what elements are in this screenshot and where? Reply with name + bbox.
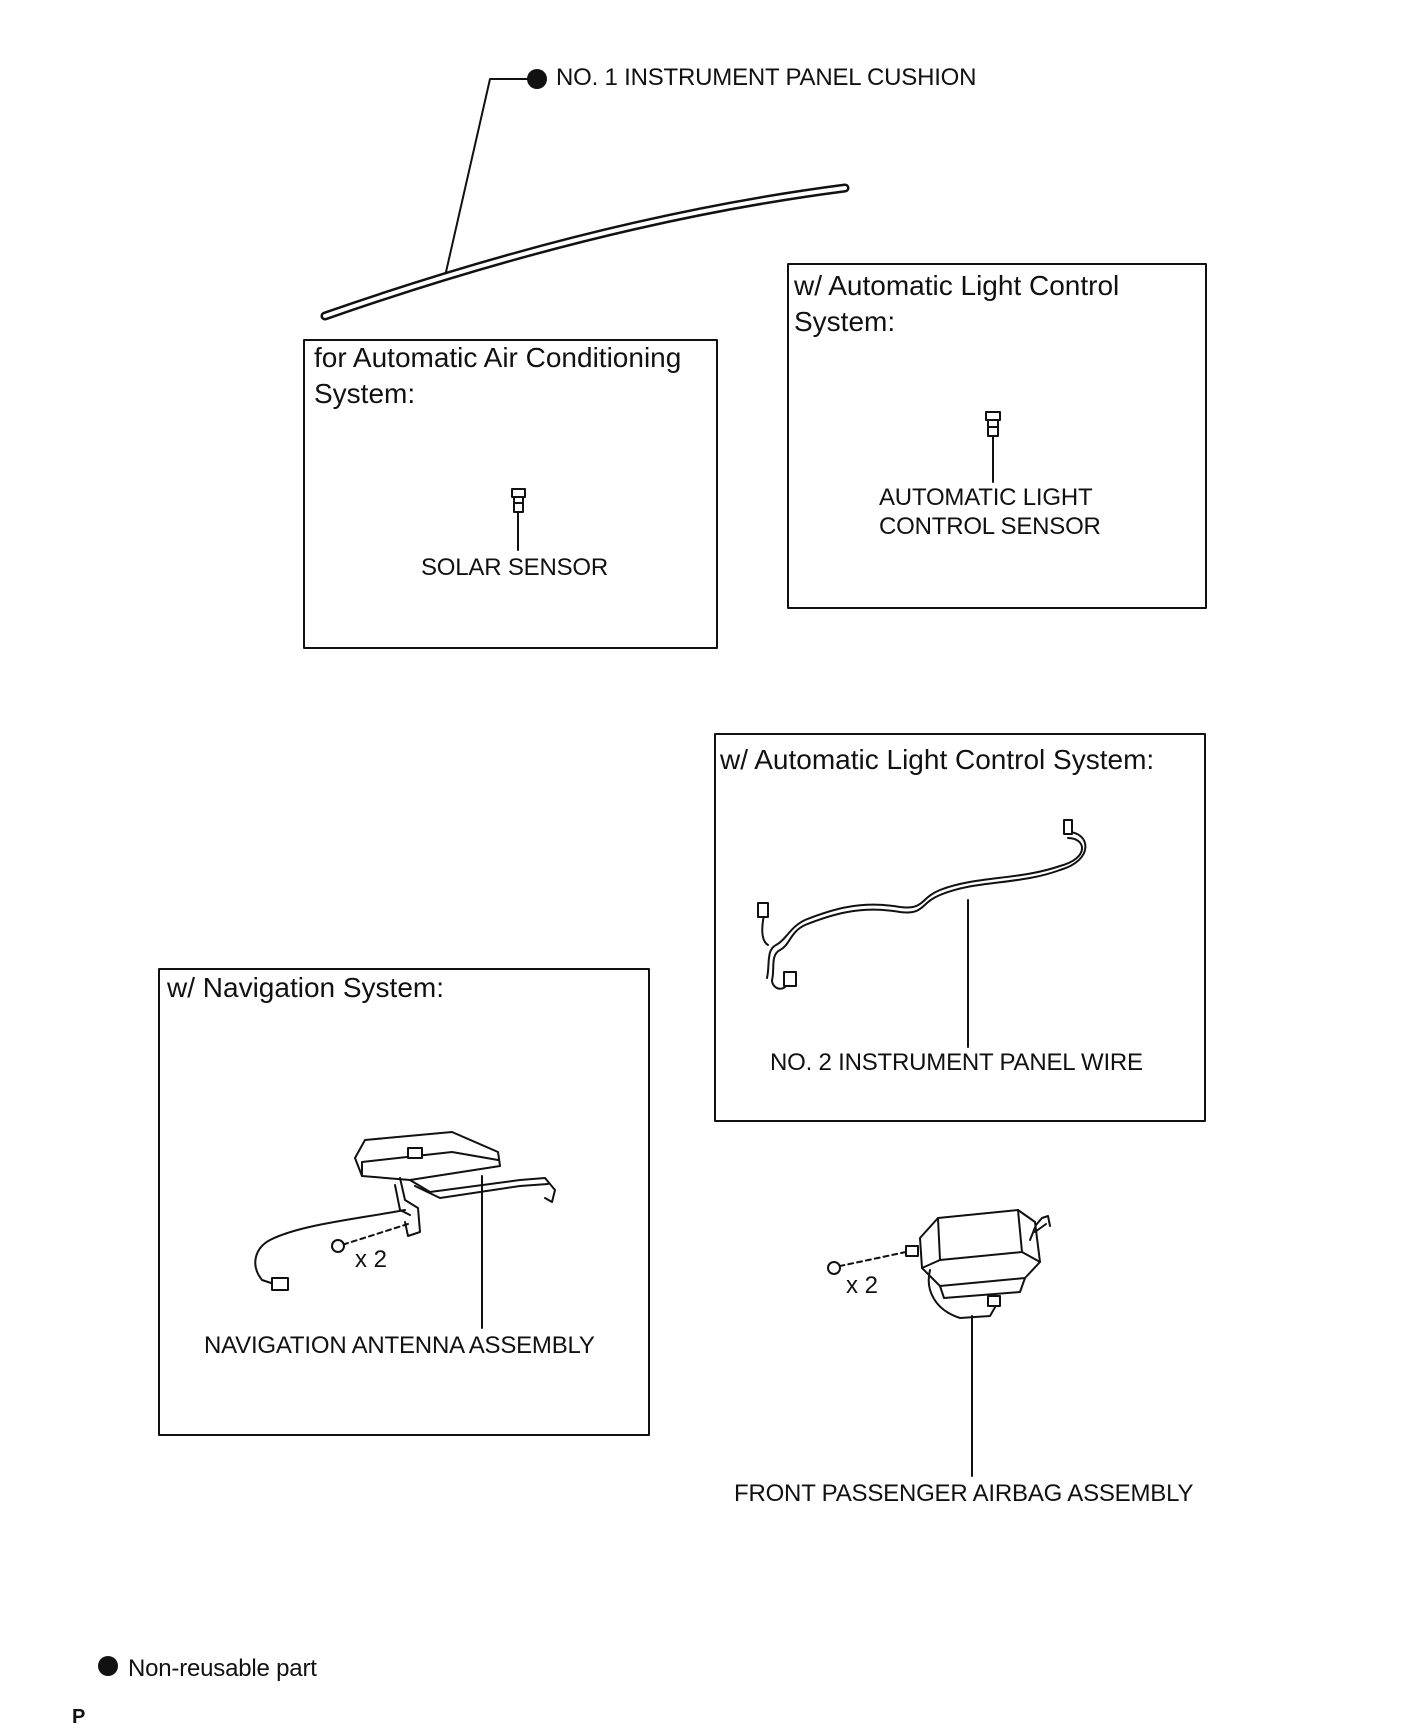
light-control-sensor-icon	[985, 411, 1001, 483]
box-navigation	[158, 968, 650, 1436]
label-instrument-panel-cushion: NO. 1 INSTRUMENT PANEL CUSHION	[556, 64, 977, 91]
front-passenger-airbag-icon	[827, 1209, 1051, 1477]
navigation-antenna-assembly-icon	[254, 1131, 556, 1329]
box-navigation-title: w/ Navigation System:	[167, 972, 444, 1003]
solar-sensor-icon	[511, 488, 526, 551]
label-front-passenger-airbag: FRONT PASSENGER AIRBAG ASSEMBLY	[734, 1480, 1194, 1507]
legend-non-reusable-text: Non-reusable part	[128, 1655, 317, 1682]
label-light-sensor-1: AUTOMATIC LIGHT	[879, 484, 1093, 511]
label-qty-nav: x 2	[355, 1246, 388, 1273]
label-qty-airbag: x 2	[846, 1272, 879, 1299]
label-solar-sensor: SOLAR SENSOR	[421, 554, 608, 581]
instrument-panel-wire-icon	[757, 819, 1087, 1048]
box-light-title-1: w/ Automatic Light Control	[794, 270, 1120, 301]
box-light-wire-title: w/ Automatic Light Control System:	[720, 744, 1155, 775]
label-navigation-antenna: NAVIGATION ANTENNA ASSEMBLY	[204, 1332, 595, 1359]
box-aircon-title-2: System:	[314, 378, 416, 409]
label-light-sensor-2: CONTROL SENSOR	[879, 513, 1101, 540]
box-light-title-2: System:	[794, 306, 896, 337]
box-light-wire	[714, 733, 1206, 1122]
non-reusable-marker-icon	[527, 69, 547, 89]
page-code: P	[72, 1706, 86, 1728]
legend-marker-icon	[98, 1656, 118, 1676]
box-aircon	[303, 339, 718, 649]
label-instrument-panel-wire: NO. 2 INSTRUMENT PANEL WIRE	[770, 1049, 1143, 1076]
instrument-panel-cushion	[320, 78, 850, 321]
box-light-sensor	[787, 263, 1207, 609]
box-aircon-title-1: for Automatic Air Conditioning	[314, 342, 682, 373]
